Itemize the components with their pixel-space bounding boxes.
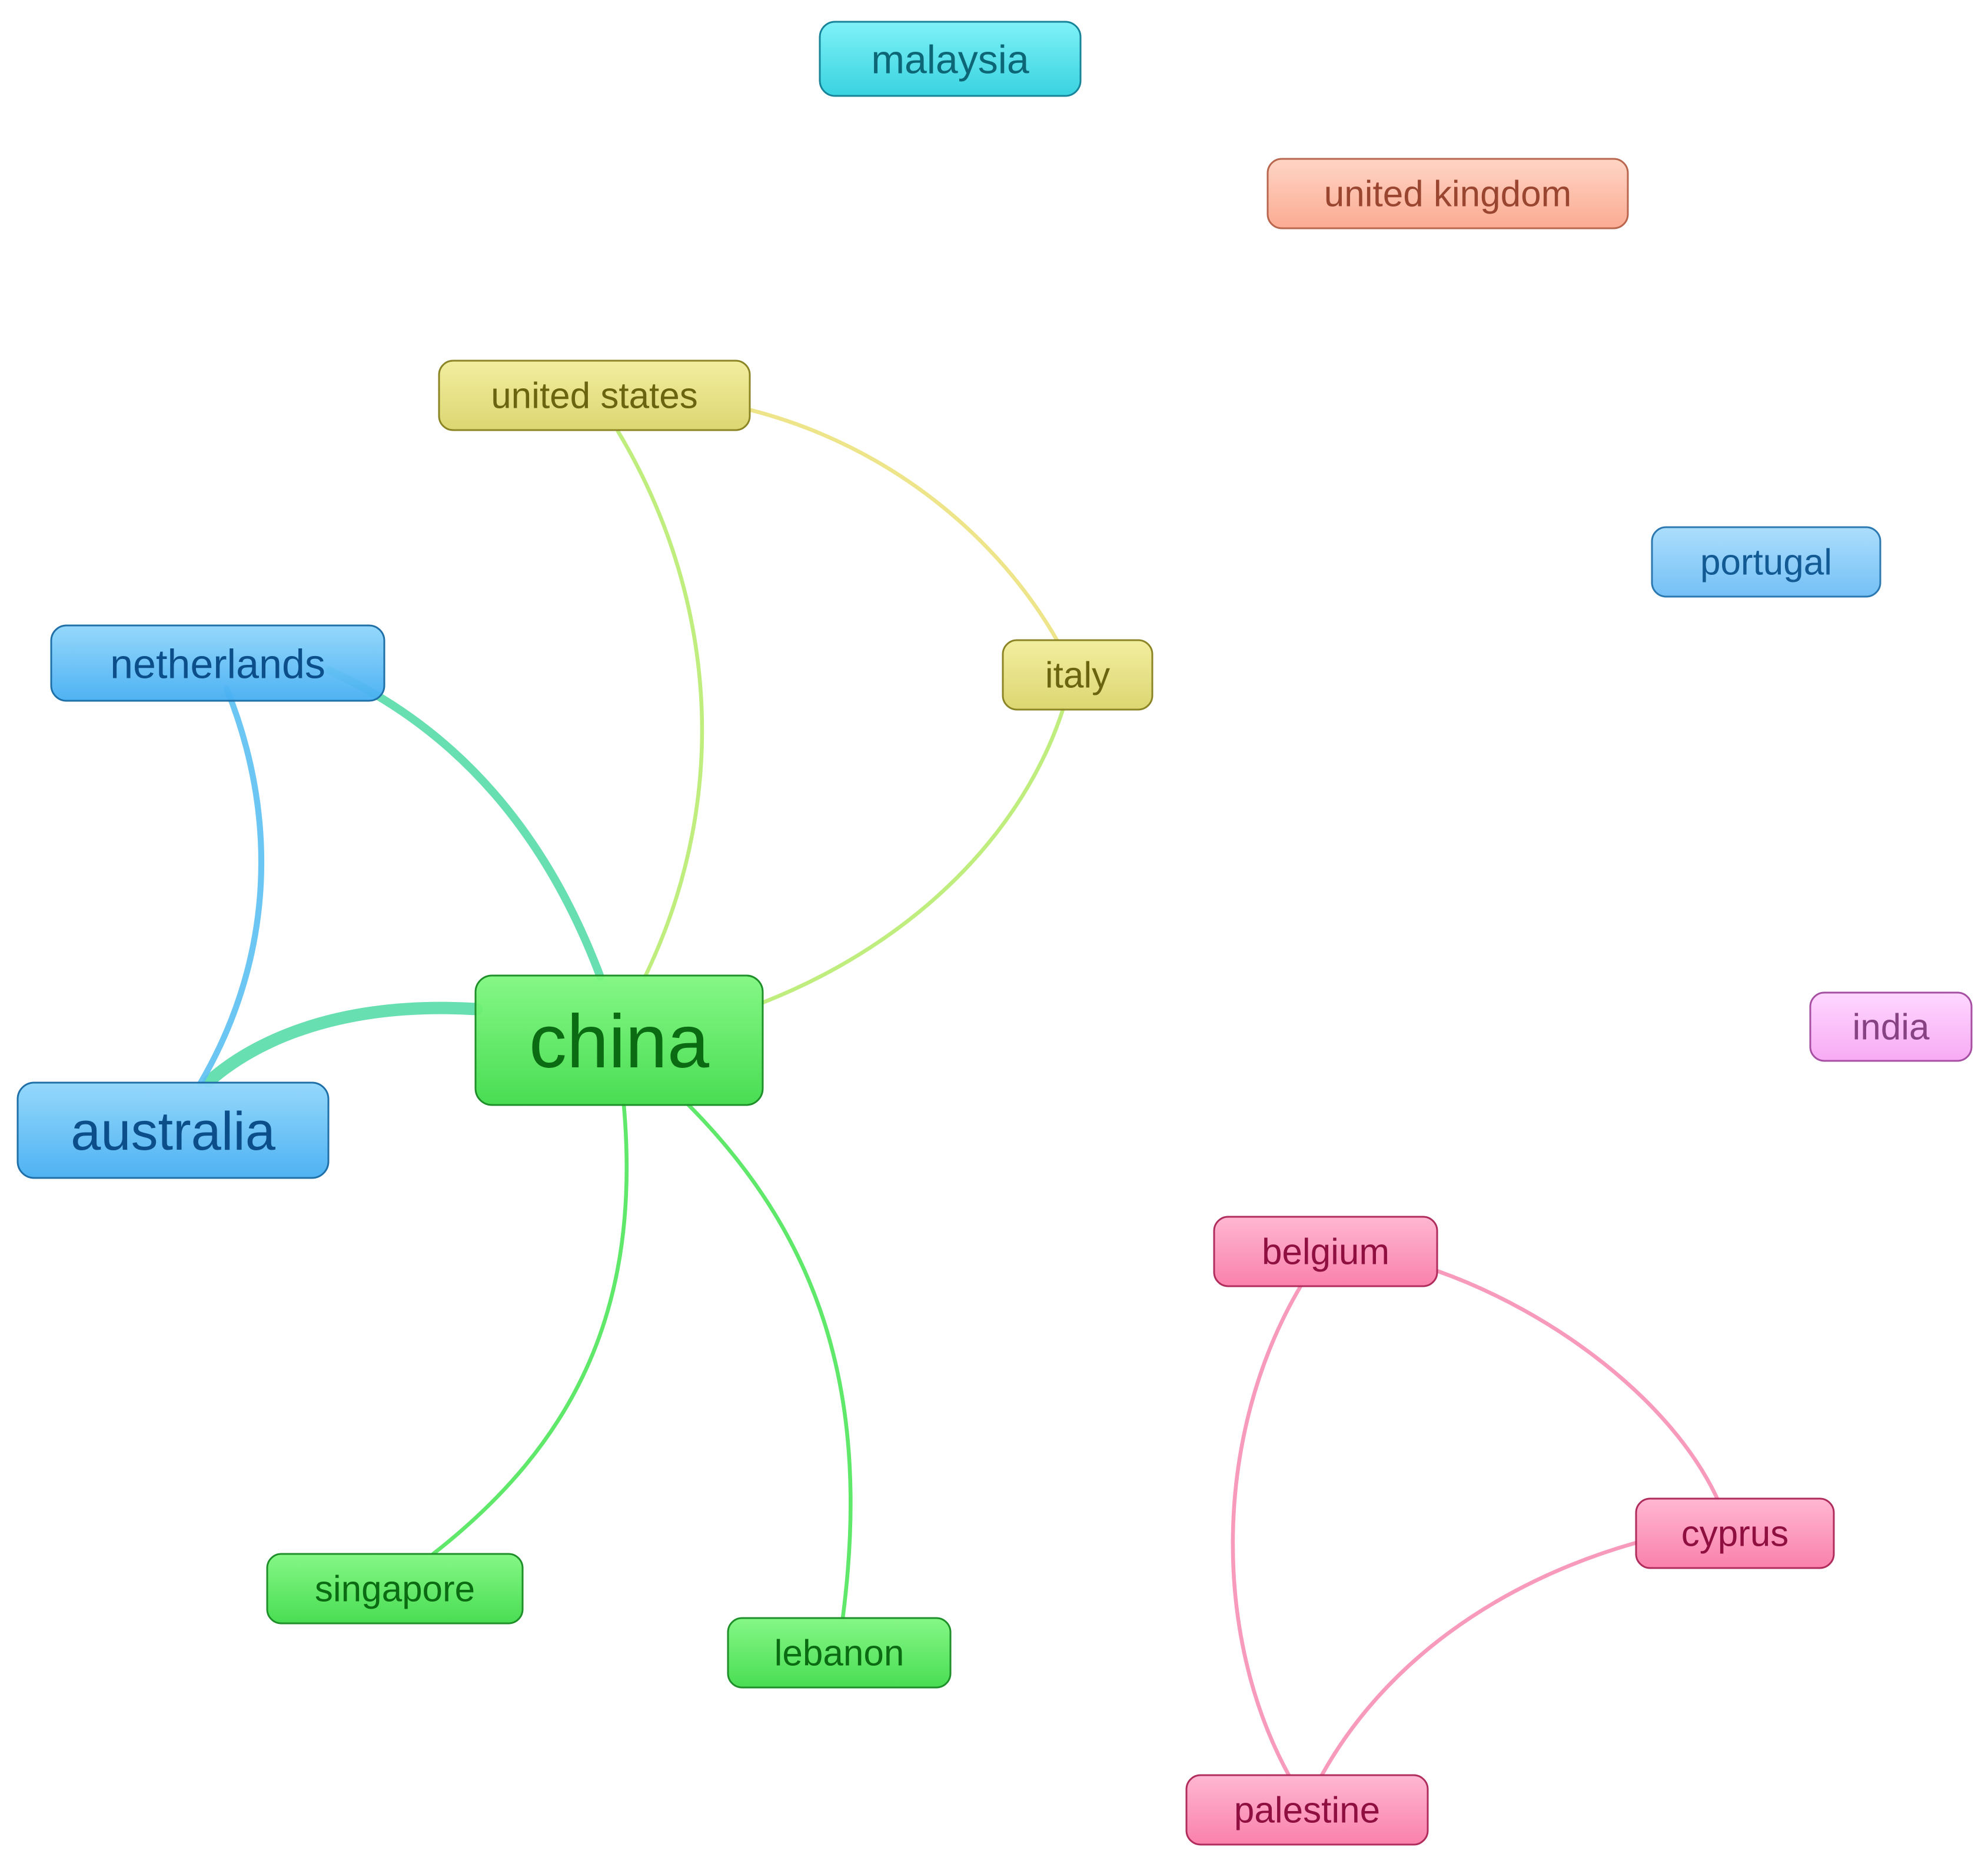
node-china[interactable]: china xyxy=(474,974,764,1106)
node-box-united-states[interactable] xyxy=(438,360,751,431)
node-malaysia[interactable]: malaysia xyxy=(819,21,1082,97)
node-box-malaysia[interactable] xyxy=(819,21,1082,97)
node-box-united-kingdom[interactable] xyxy=(1266,158,1629,229)
node-box-palestine[interactable] xyxy=(1185,1774,1429,1846)
node-label-italy: italy xyxy=(1045,655,1110,696)
node-label-netherlands: netherlands xyxy=(110,641,325,687)
node-box-portugal[interactable] xyxy=(1651,526,1881,598)
node-box-netherlands[interactable] xyxy=(50,624,385,702)
node-label-lebanon: lebanon xyxy=(774,1633,905,1674)
node-netherlands[interactable]: netherlands xyxy=(50,624,385,702)
node-label-australia: australia xyxy=(71,1101,276,1161)
node-label-united-kingdom: united kingdom xyxy=(1324,174,1572,215)
node-united-states[interactable]: united states xyxy=(438,360,751,431)
node-label-china: china xyxy=(529,1000,710,1084)
node-box-belgium[interactable] xyxy=(1213,1216,1438,1287)
edge-australia-china xyxy=(202,1001,483,1088)
node-box-lebanon[interactable] xyxy=(727,1617,952,1689)
node-box-india[interactable] xyxy=(1809,991,1973,1062)
node-cyprus[interactable]: cyprus xyxy=(1635,1497,1835,1569)
node-label-united-states: united states xyxy=(491,376,698,417)
node-portugal[interactable]: portugal xyxy=(1651,526,1881,598)
node-belgium[interactable]: belgium xyxy=(1213,1216,1438,1287)
node-box-italy[interactable] xyxy=(1002,639,1153,711)
node-box-singapore[interactable] xyxy=(266,1553,524,1625)
edge-netherlands-australia xyxy=(197,685,265,1087)
node-label-cyprus: cyprus xyxy=(1681,1514,1789,1555)
edges-layer xyxy=(197,408,1720,1778)
node-label-portugal: portugal xyxy=(1700,542,1832,583)
node-box-australia[interactable] xyxy=(16,1081,330,1179)
node-united-kingdom[interactable]: united kingdom xyxy=(1266,158,1629,229)
edge-belgium-cyprus xyxy=(1435,1269,1720,1501)
node-box-cyprus[interactable] xyxy=(1635,1497,1835,1569)
node-box-china[interactable] xyxy=(474,974,764,1106)
edge-netherlands-china xyxy=(325,667,604,981)
nodes-layer: malaysia united kingdom united states portu… xyxy=(16,21,1973,1846)
edge-united-states-italy xyxy=(749,408,1059,643)
node-lebanon[interactable]: lebanon xyxy=(727,1617,952,1689)
node-label-singapore: singapore xyxy=(315,1569,475,1610)
node-italy[interactable]: italy xyxy=(1002,639,1153,711)
node-singapore[interactable]: singapore xyxy=(266,1553,524,1625)
edge-china-lebanon xyxy=(686,1103,853,1620)
node-label-belgium: belgium xyxy=(1262,1232,1389,1273)
node-australia[interactable]: australia xyxy=(16,1081,330,1179)
node-label-malaysia: malaysia xyxy=(871,37,1029,82)
node-label-india: india xyxy=(1853,1007,1930,1048)
edge-cyprus-palestine xyxy=(1319,1540,1638,1778)
node-palestine[interactable]: palestine xyxy=(1185,1774,1429,1846)
node-india[interactable]: india xyxy=(1809,991,1973,1062)
edge-belgium-palestine xyxy=(1231,1284,1303,1778)
edge-united-states-china xyxy=(616,429,704,979)
edge-italy-china xyxy=(760,707,1065,1005)
edge-china-singapore xyxy=(431,1103,629,1556)
node-label-palestine: palestine xyxy=(1234,1790,1380,1831)
